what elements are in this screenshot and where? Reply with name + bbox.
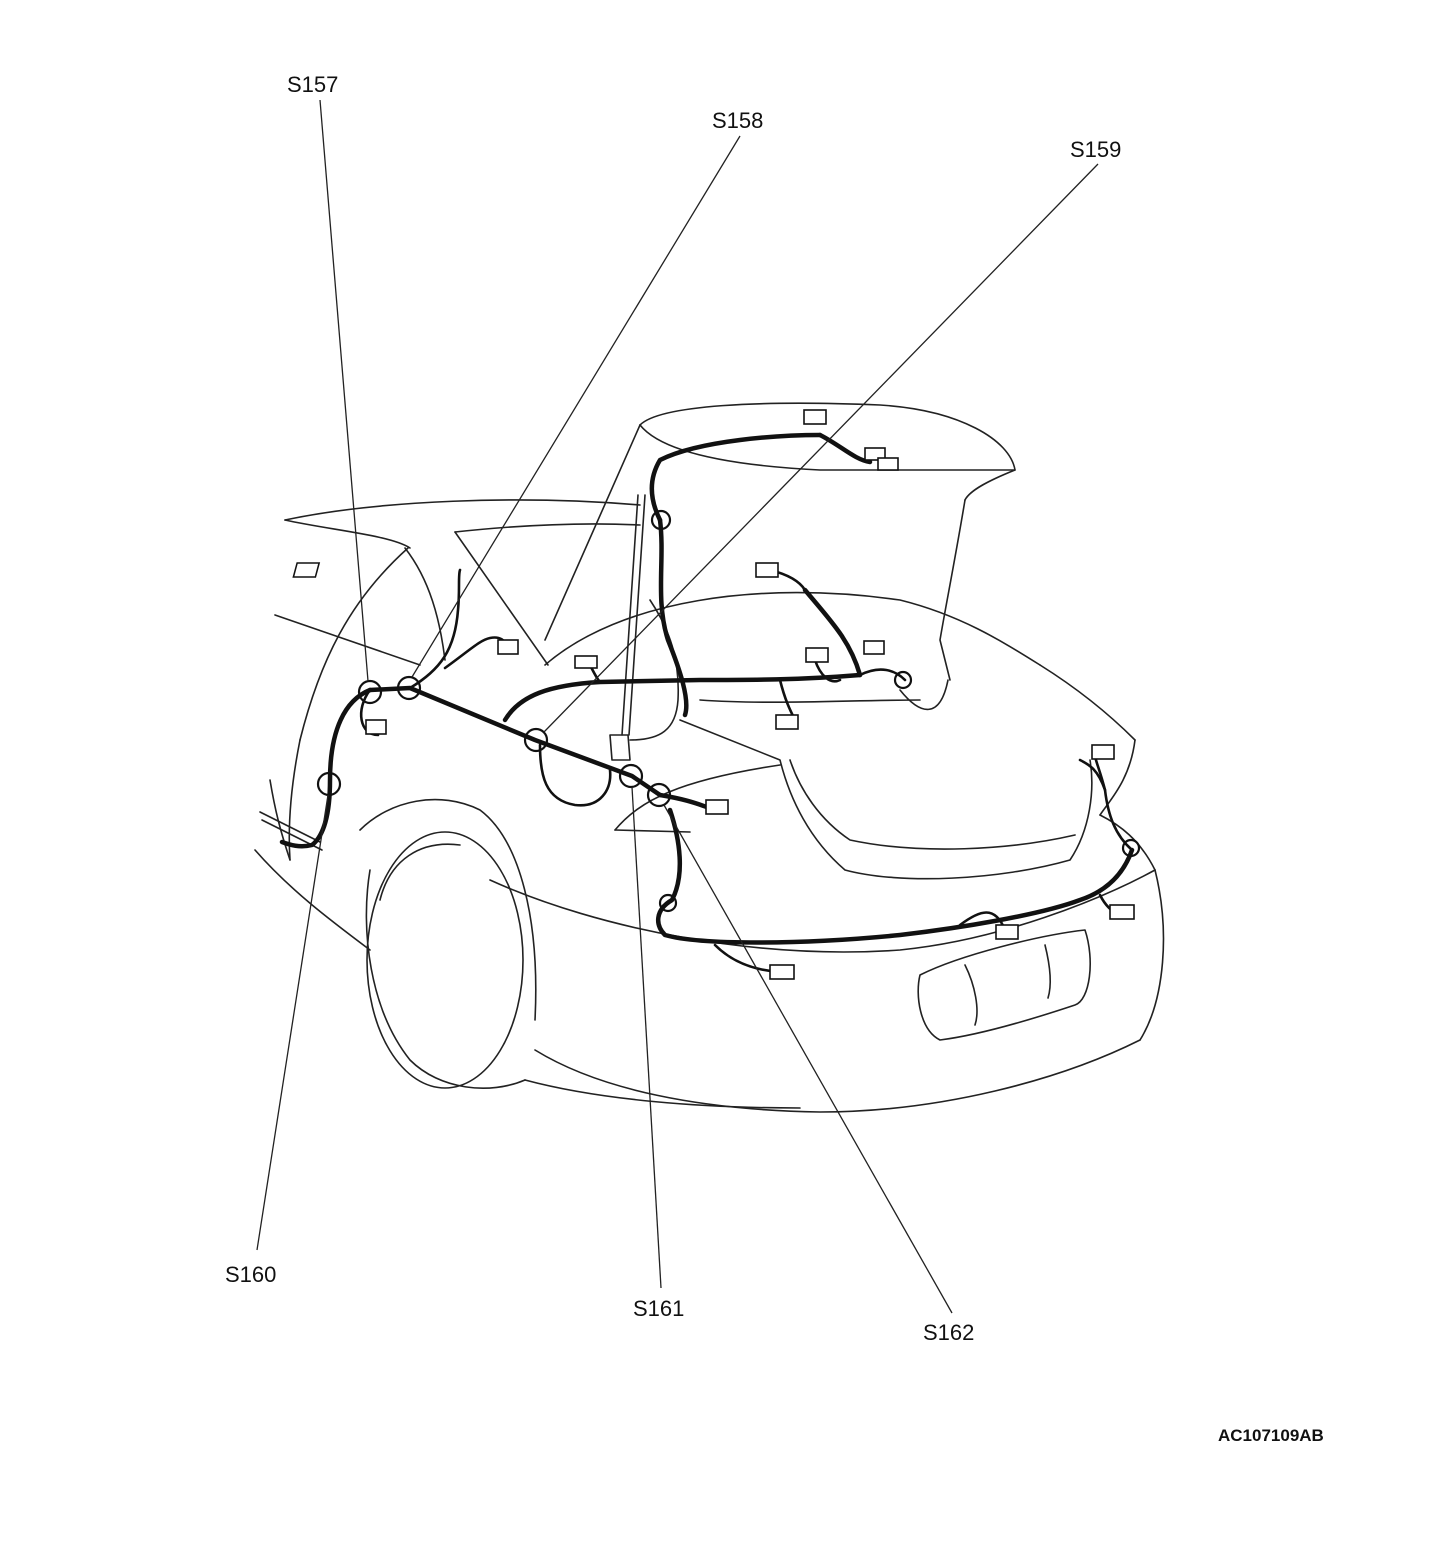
splice-s162-marker [646,782,672,808]
splice-s161-marker [618,763,644,789]
splice-s161-leader [631,786,662,1289]
splice-s161-label: S161 [633,1296,684,1321]
harness-connectors [292,409,1135,980]
splice-s162-leader [663,804,953,1314]
splice-s160-leader [256,794,329,1251]
splice-s159-label: S159 [1070,137,1121,162]
car-body-outline [254,402,1165,1113]
splice-s157-label: S157 [287,72,338,97]
splice-s159-leader [543,163,1099,733]
splice-s159-marker [523,727,549,753]
splice-s157-marker [357,679,383,705]
figure-code: AC107109AB [1218,1426,1324,1445]
splice-s158-leader [411,135,741,678]
splice-s160-marker [316,771,342,797]
splice-s158-label: S158 [712,108,763,133]
splice-s160-label: S160 [225,1262,276,1287]
splice-s162-label: S162 [923,1320,974,1345]
wiring-harness [279,432,1135,974]
splice-s157-leader [319,99,369,682]
splice-s158-marker [396,675,422,701]
